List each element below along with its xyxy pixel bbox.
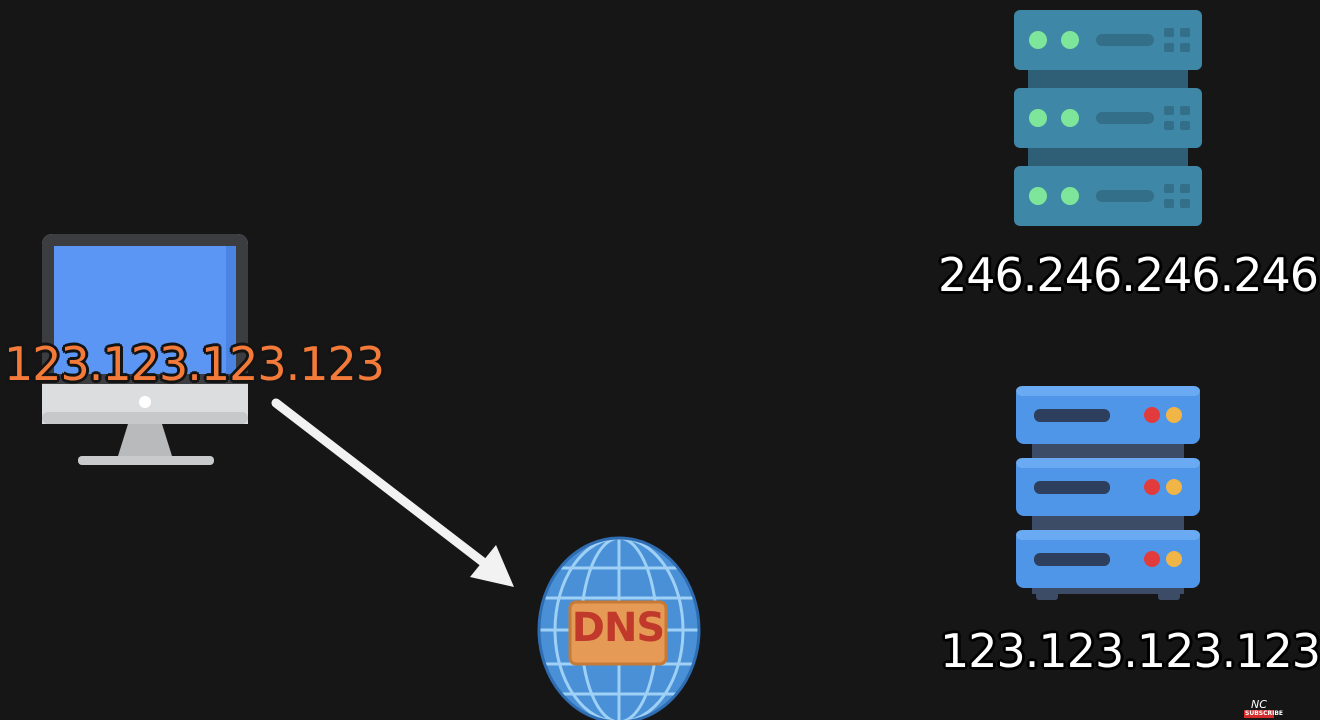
client-ip-label: 123.123.123.123 (4, 337, 385, 391)
blue-server-rack-icon (1016, 386, 1200, 600)
channel-watermark[interactable]: NC SUBSCRIBE (1244, 698, 1284, 718)
subscribe-badge[interactable]: SUBSCRIBE (1244, 710, 1284, 718)
dns-globe-icon (537, 536, 701, 720)
desktop-computer-icon (42, 234, 248, 465)
arrow-icon (271, 398, 514, 587)
server-bottom-ip-label: 123.123.123.123 (940, 624, 1320, 678)
dns-label: DNS (571, 605, 666, 651)
server-top-ip-label: 246.246.246.246 (938, 248, 1319, 302)
network-diagram: 123.123.123.123 DNS (4, 10, 1320, 720)
channel-logo: NC (1251, 698, 1267, 711)
teal-server-rack-icon (1014, 10, 1202, 226)
